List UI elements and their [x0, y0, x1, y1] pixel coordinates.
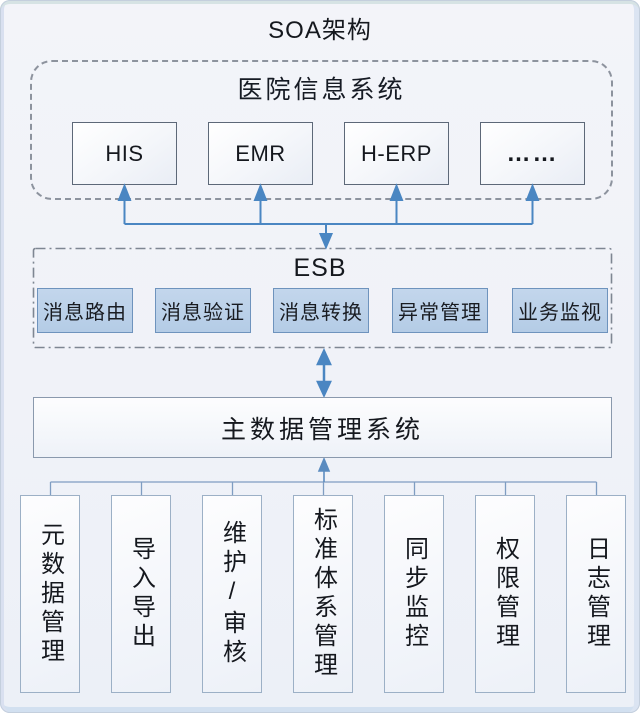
esb-service-exception-mgmt: 异常管理 — [392, 288, 488, 333]
diagram-title: SOA架构 — [268, 17, 372, 44]
system-box-emr: EMR — [208, 122, 313, 185]
system-box-herp: H-ERP — [344, 122, 449, 185]
module-standard-system-mgmt: 标准体系管理 — [293, 495, 353, 693]
arrowhead-up-mdm — [317, 456, 331, 472]
module-log-mgmt: 日志管理 — [566, 495, 626, 693]
mdm-up-arrow — [317, 456, 331, 482]
module-mdm-connector — [49, 481, 598, 496]
hospital-info-system-container: 医院信息系统 — [30, 60, 613, 200]
master-data-management-label: 主数据管理系统 — [220, 415, 424, 444]
arrowhead-up-esb — [316, 348, 332, 366]
arrowhead-down-esb — [318, 233, 334, 250]
module-metadata-management: 元数据管理 — [20, 495, 80, 693]
esb-service-message-routing: 消息路由 — [37, 288, 133, 333]
esb-service-business-monitor: 业务监视 — [512, 288, 608, 333]
arrowhead-down-mdm — [316, 380, 332, 398]
esb-service-message-validation: 消息验证 — [155, 288, 251, 333]
module-sync-monitor: 同步监控 — [384, 495, 444, 693]
esb-label: ESB — [293, 254, 347, 282]
module-permission-mgmt: 权限管理 — [475, 495, 535, 693]
esb-mdm-double-arrow — [316, 348, 332, 398]
hospital-info-system-label: 医院信息系统 — [237, 76, 406, 104]
system-box-his: HIS — [72, 122, 177, 185]
master-data-management-box: 主数据管理系统 — [33, 397, 612, 458]
esb-service-message-transform: 消息转换 — [273, 288, 369, 333]
module-maintain-audit: 维护/审核 — [202, 495, 262, 693]
module-import-export: 导入导出 — [111, 495, 171, 693]
system-box-ellipsis: …… — [480, 122, 585, 185]
